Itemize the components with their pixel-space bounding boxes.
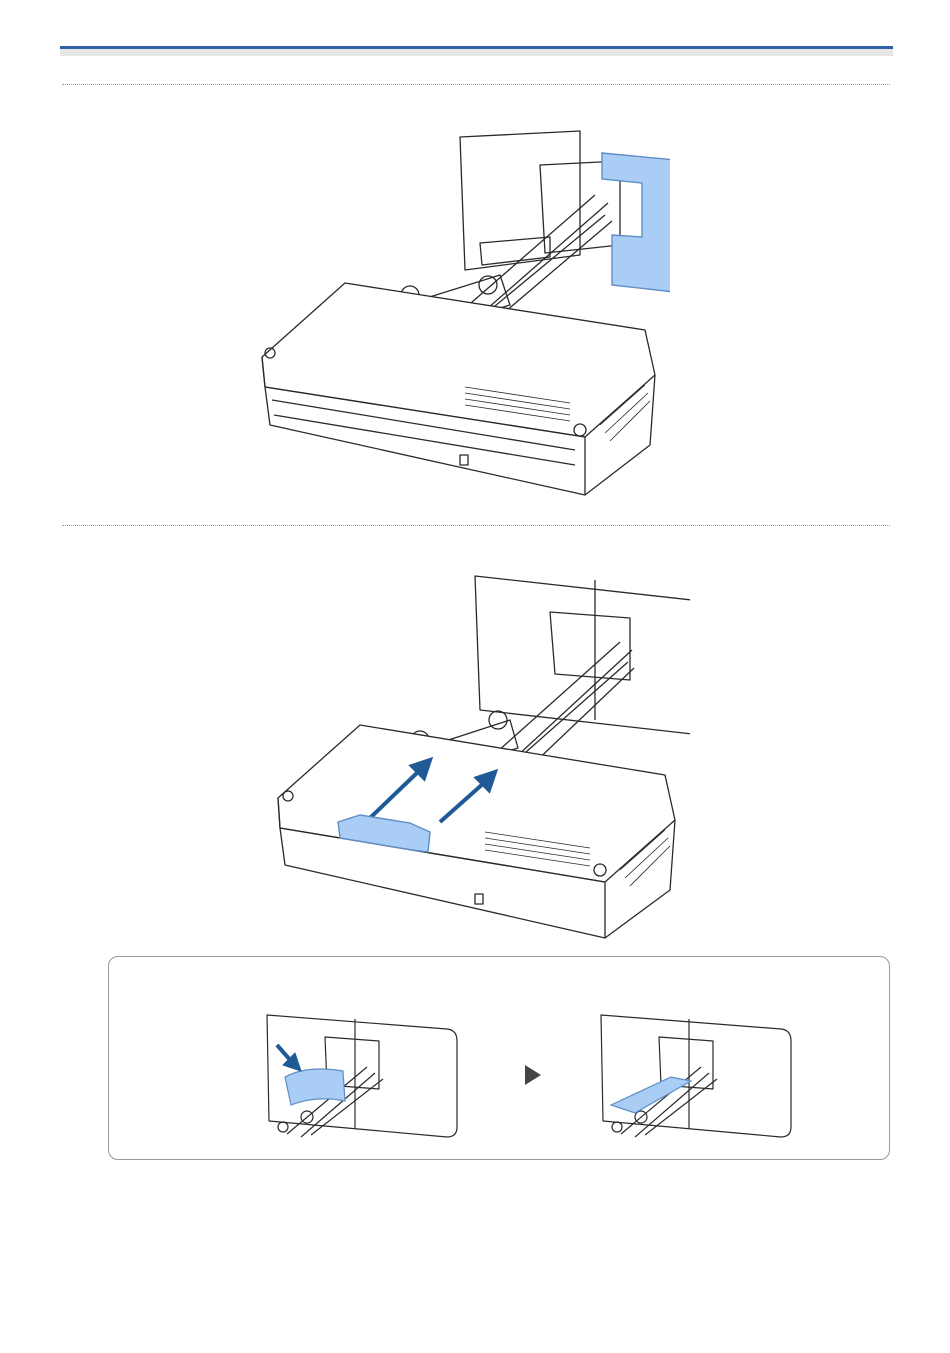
figure-sheet-insert-after	[581, 1009, 796, 1139]
note-box	[108, 956, 890, 1160]
sheet-after-illustration	[581, 1009, 796, 1139]
cover-attach-illustration	[250, 125, 670, 505]
cover-highlight-shape	[602, 153, 670, 298]
figure-sheet-insert-before	[247, 1009, 462, 1139]
header-accent-line	[60, 46, 893, 49]
section-divider-2	[62, 525, 890, 526]
figure-cover-attach	[250, 125, 670, 505]
slide-on-illustration	[270, 570, 690, 945]
sheet-before-illustration	[247, 1009, 462, 1139]
figure-projector-slide-on	[270, 570, 690, 945]
page-header-bar	[60, 46, 893, 56]
triangle-right-icon	[523, 1063, 543, 1087]
section-divider-1	[62, 84, 890, 85]
sheet-highlight-shape	[285, 1069, 345, 1105]
